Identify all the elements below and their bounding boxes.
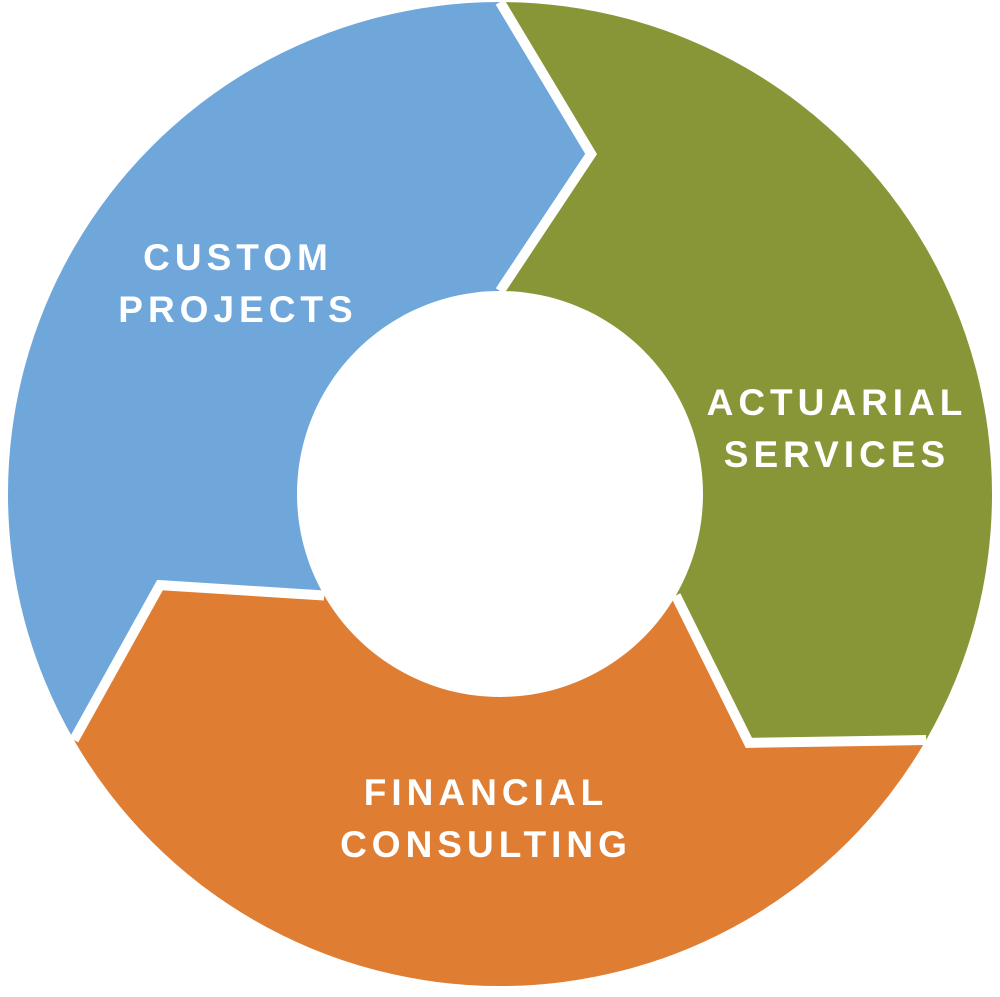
- divider-chevron-top: [495, 0, 598, 294]
- label-line: PROJECTS: [118, 289, 358, 330]
- divider-chevron-bottom-left: [69, 579, 325, 743]
- divider-chevron-bottom-right: [671, 593, 927, 748]
- label-line: CUSTOM: [143, 237, 333, 278]
- label-line: ACTUARIAL: [706, 382, 968, 423]
- segment-actuarial-services: [500, 1, 993, 743]
- label-line: CONSULTING: [340, 824, 632, 865]
- label-line: SERVICES: [723, 434, 951, 475]
- label-custom-projects: CUSTOM PROJECTS: [118, 232, 357, 336]
- label-financial-consulting: FINANCIAL CONSULTING: [340, 767, 632, 871]
- label-line: FINANCIAL: [363, 772, 609, 813]
- label-actuarial-services: ACTUARIAL SERVICES: [707, 377, 968, 481]
- segment-custom-projects: [7, 1, 592, 740]
- segment-financial-consulting: [73, 585, 927, 987]
